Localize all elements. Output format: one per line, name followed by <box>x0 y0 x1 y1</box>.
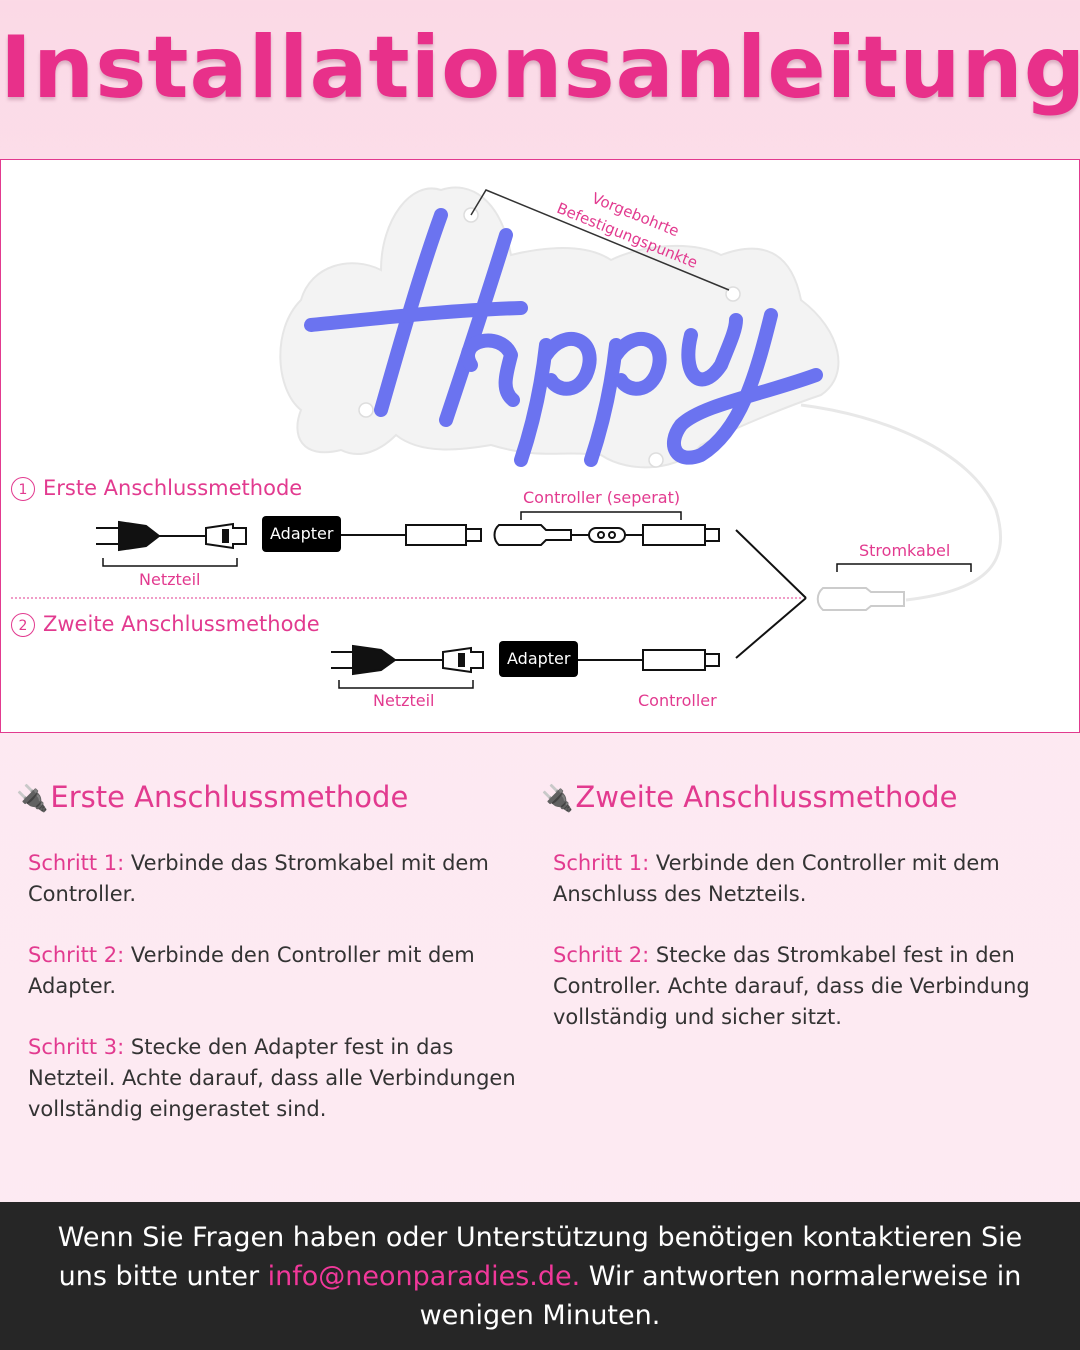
sign-power-cable <box>800 403 1003 602</box>
step-text: Stecke das Stromkabel fest in den Contro… <box>553 943 1030 1029</box>
plug-icon: 🔌 <box>16 784 49 814</box>
footer-text-before: Wenn Sie Fragen haben oder Unterstützung… <box>57 1222 1023 1292</box>
method1-column-heading: 🔌Erste Anschlussmethode <box>16 780 538 814</box>
method2-column-heading: 🔌Zweite Anschlussmethode <box>541 780 1043 814</box>
method1-column-title: Erste Anschlussmethode <box>50 780 409 814</box>
method1-column: 🔌Erste Anschlussmethode Schritt 1: Verbi… <box>16 780 538 1125</box>
stromkabel-connector <box>816 587 905 611</box>
method2-step-2: Schritt 2: Stecke das Stromkabel fest in… <box>553 940 1043 1033</box>
method1-chain <box>96 520 720 552</box>
method1-title: Erste Anschlussmethode <box>43 476 303 500</box>
method2-step-1: Schritt 1: Verbinde den Controller mit d… <box>553 848 1043 910</box>
step-key: Schritt 2: <box>553 943 650 967</box>
step-key: Schritt 1: <box>28 851 125 875</box>
method2-heading: 2 Zweite Anschlussmethode <box>11 612 320 637</box>
adapter-box-1: Adapter <box>262 516 342 552</box>
method2-number: 2 <box>11 613 35 637</box>
diagram-svg <box>11 186 1003 689</box>
footer-text-after: Wir antworten normalerweise in wenigen M… <box>419 1261 1022 1331</box>
method1-step-3: Schritt 3: Stecke den Adapter fest in da… <box>28 1032 538 1125</box>
stromkabel-label: Stromkabel <box>859 541 951 560</box>
step-text: Verbinde den Controller mit dem Anschlus… <box>553 851 1000 906</box>
netzteil-label-2: Netzteil <box>373 691 435 710</box>
step-text: Verbinde das Stromkabel mit dem Controll… <box>28 851 489 906</box>
step-text: Stecke den Adapter fest in das Netzteil.… <box>28 1035 516 1121</box>
bracket-controller-separat <box>520 511 682 520</box>
method1-step-2: Schritt 2: Verbinde den Controller mit d… <box>28 940 538 1002</box>
neon-happy-sign <box>304 208 823 467</box>
bracket-stromkabel <box>836 563 972 572</box>
sign-backboard <box>279 186 840 469</box>
netzteil-label-1: Netzteil <box>139 570 201 589</box>
method1-heading: 1 Erste Anschlussmethode <box>11 476 302 501</box>
method2-column-title: Zweite Anschlussmethode <box>575 780 958 814</box>
merge-lines <box>735 529 807 659</box>
step-text: Verbinde den Controller mit dem Adapter. <box>28 943 475 998</box>
bracket-netzteil-1 <box>102 558 238 567</box>
method2-title: Zweite Anschlussmethode <box>43 612 320 636</box>
step-key: Schritt 3: <box>28 1035 125 1059</box>
controller-separat-label: Controller (seperat) <box>523 488 681 507</box>
step-key: Schritt 2: <box>28 943 125 967</box>
mount-callout-line <box>470 189 730 291</box>
contact-footer: Wenn Sie Fragen haben oder Unterstützung… <box>0 1202 1080 1350</box>
method1-number: 1 <box>11 477 35 501</box>
bracket-netzteil-2 <box>338 680 474 689</box>
method1-step-1: Schritt 1: Verbinde das Stromkabel mit d… <box>28 848 538 910</box>
controller-label: Controller <box>638 691 717 710</box>
plug-icon: 🔌 <box>541 784 574 814</box>
adapter-box-2: Adapter <box>499 641 579 677</box>
step-key: Schritt 1: <box>553 851 650 875</box>
method2-column: 🔌Zweite Anschlussmethode Schritt 1: Verb… <box>541 780 1043 1033</box>
footer-email-link[interactable]: info@neonparadies.de. <box>267 1261 581 1292</box>
page-title: Installationsanleitung <box>0 18 1080 118</box>
method2-chain <box>331 644 720 676</box>
